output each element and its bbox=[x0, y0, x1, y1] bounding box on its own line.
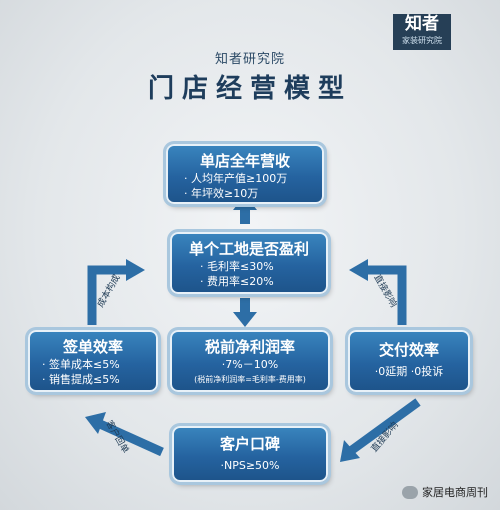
contract-line: · 销售提成≤5% bbox=[42, 373, 120, 386]
arrow-profit-to-pretax bbox=[233, 298, 257, 327]
pretax-formula: (税前净利润率=毛利率-费用率) bbox=[194, 375, 306, 384]
delivery-title: 交付效率 bbox=[378, 341, 439, 359]
diagram-subtitle: 知者研究院 bbox=[214, 52, 285, 67]
arrow-contract-to-profit bbox=[87, 259, 145, 325]
logo-main-text: 知者 bbox=[405, 14, 439, 34]
footer-text: 家居电商周刊 bbox=[422, 486, 488, 499]
wechat-icon bbox=[402, 485, 418, 499]
revenue-box: 单店全年营收 · 人均年产值≥100万 · 年坪效≥10万 bbox=[166, 144, 324, 204]
contract-box: 签单效率 · 签单成本≤5% · 销售提成≤5% bbox=[28, 330, 158, 392]
pretax-line: ·7%－10% bbox=[221, 358, 279, 371]
zhizhe-logo: 知者 家装研究院 bbox=[393, 14, 451, 50]
reputation-title: 客户口碑 bbox=[219, 435, 280, 453]
contract-line: · 签单成本≤5% bbox=[42, 358, 120, 371]
arrow-reputation-to-contract bbox=[85, 412, 164, 457]
contract-title: 签单效率 bbox=[62, 338, 123, 356]
logo-sub-text: 家装研究院 bbox=[402, 36, 442, 45]
revenue-line: · 年坪效≥10万 bbox=[184, 187, 259, 200]
delivery-line: ·0延期 ·0投诉 bbox=[374, 365, 444, 378]
delivery-box: 交付效率 ·0延期 ·0投诉 bbox=[348, 330, 470, 392]
revenue-title: 单店全年营收 bbox=[199, 152, 290, 170]
arrow-delivery-to-reputation bbox=[340, 398, 421, 462]
pretax-title: 税前净利润率 bbox=[204, 338, 295, 356]
pretax-box: 税前净利润率 ·7%－10% (税前净利润率=毛利率-费用率) bbox=[170, 330, 330, 392]
profit-line: · 毛利率≤30% bbox=[200, 260, 274, 273]
footer-watermark: 家居电商周刊 bbox=[402, 484, 488, 500]
profit-line: · 费用率≤20% bbox=[200, 275, 274, 288]
diagram-title: 门店经营模型 bbox=[147, 74, 352, 104]
profit-title: 单个工地是否盈利 bbox=[188, 240, 309, 258]
reputation-box: 客户口碑 ·NPS≥50% bbox=[172, 426, 328, 482]
revenue-line: · 人均年产值≥100万 bbox=[184, 172, 288, 185]
arrow-delivery-to-profit bbox=[349, 259, 407, 325]
reputation-line: ·NPS≥50% bbox=[220, 459, 280, 472]
profit-box: 单个工地是否盈利 · 毛利率≤30% · 费用率≤20% bbox=[170, 232, 328, 294]
